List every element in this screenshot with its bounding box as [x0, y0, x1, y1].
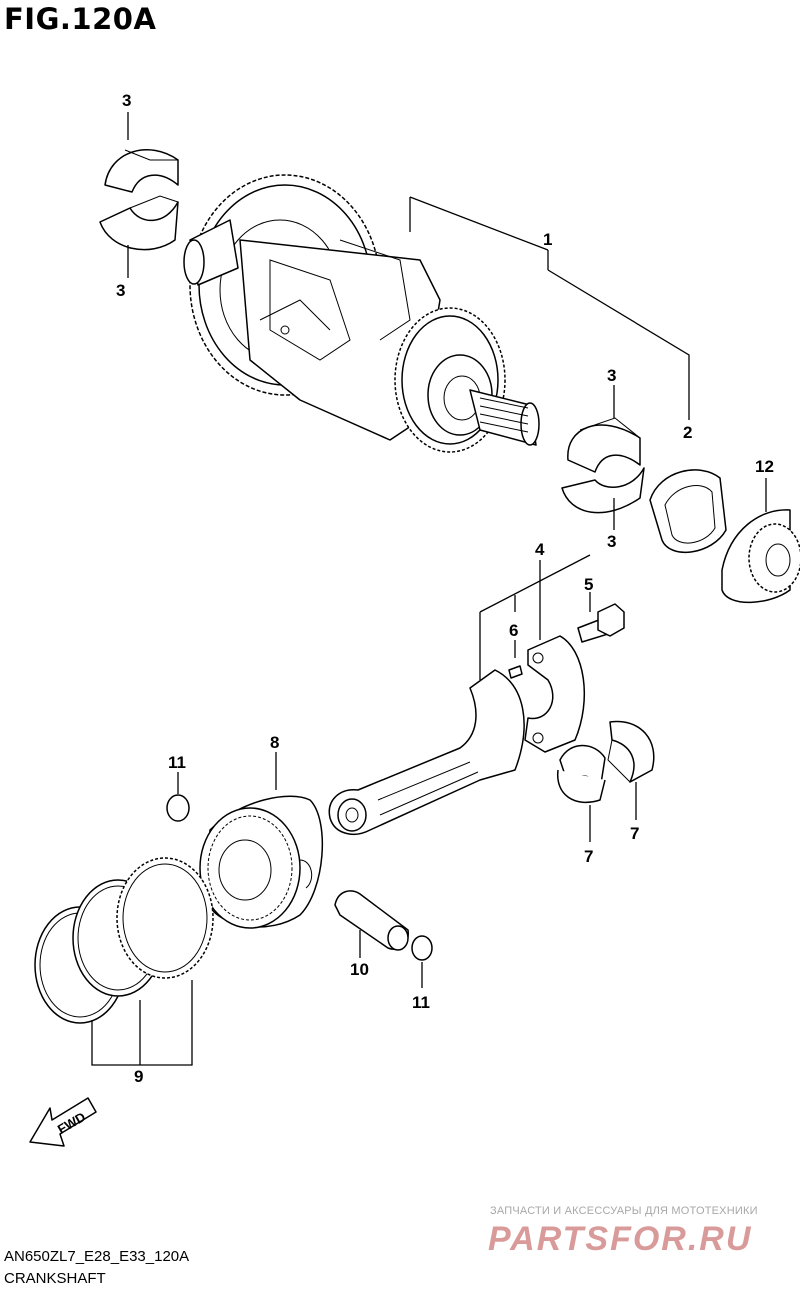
callout-7-a: 7: [584, 847, 593, 866]
circlip-upper[interactable]: [166, 794, 190, 822]
section-name: CRANKSHAFT: [4, 1270, 106, 1287]
callout-3-upper-right: 3: [607, 366, 616, 385]
rod-bearing-a[interactable]: [557, 744, 606, 804]
piston[interactable]: [199, 795, 324, 929]
piston-rings[interactable]: [34, 857, 214, 1024]
main-bearing-lower-right[interactable]: [561, 467, 645, 514]
callout-11-lower: 11: [412, 993, 430, 1012]
callout-3-upper-left: 3: [122, 91, 131, 110]
callout-11-upper: 11: [168, 753, 186, 772]
rod-bolt[interactable]: [577, 603, 625, 643]
callout-9: 9: [134, 1067, 143, 1086]
watermark-caption: ЗАПЧАСТИ И АКСЕССУАРЫ ДЛЯ МОТОТЕХНИКИ: [490, 1205, 758, 1217]
main-bearing-upper-right[interactable]: [567, 417, 641, 473]
rod-cap[interactable]: [524, 635, 585, 753]
callout-9-leader: [91, 980, 193, 1066]
model-code: AN650ZL7_E28_E33_120A: [4, 1248, 190, 1265]
callout-8: 8: [270, 733, 279, 752]
main-bearing-lower-left[interactable]: [99, 195, 179, 251]
callout-12: 12: [755, 457, 774, 476]
callout-3-lower-right: 3: [607, 532, 616, 551]
circlip-lower[interactable]: [411, 935, 433, 961]
callout-3-lower-left: 3: [116, 281, 125, 300]
callout-1-leader: [409, 196, 690, 420]
thrust-washer[interactable]: [649, 469, 727, 554]
callout-4: 4: [535, 540, 545, 559]
main-bearing-upper-left[interactable]: [104, 149, 179, 193]
gear-part[interactable]: [721, 509, 800, 604]
fwd-arrow-icon: FWD: [29, 1097, 97, 1147]
callout-1: 1: [543, 230, 552, 249]
callout-11-leaders: [177, 772, 423, 988]
callout-2: 2: [683, 423, 692, 442]
callout-6: 6: [509, 621, 518, 640]
rod-bearing-b[interactable]: [607, 720, 655, 783]
dowel-pin[interactable]: [508, 665, 523, 679]
callout-5: 5: [584, 575, 593, 594]
figure-title: FIG.120A: [4, 2, 157, 36]
callout-7-b: 7: [630, 824, 639, 843]
callout-7-leaders: [589, 782, 637, 842]
piston-pin[interactable]: [334, 890, 409, 951]
callout-10: 10: [350, 960, 369, 979]
watermark-logo: PARTSFOR.RU: [488, 1220, 753, 1258]
crankshaft-part[interactable]: [183, 174, 540, 453]
connecting-rod[interactable]: [328, 669, 525, 835]
callout-4-leader: [479, 554, 591, 680]
